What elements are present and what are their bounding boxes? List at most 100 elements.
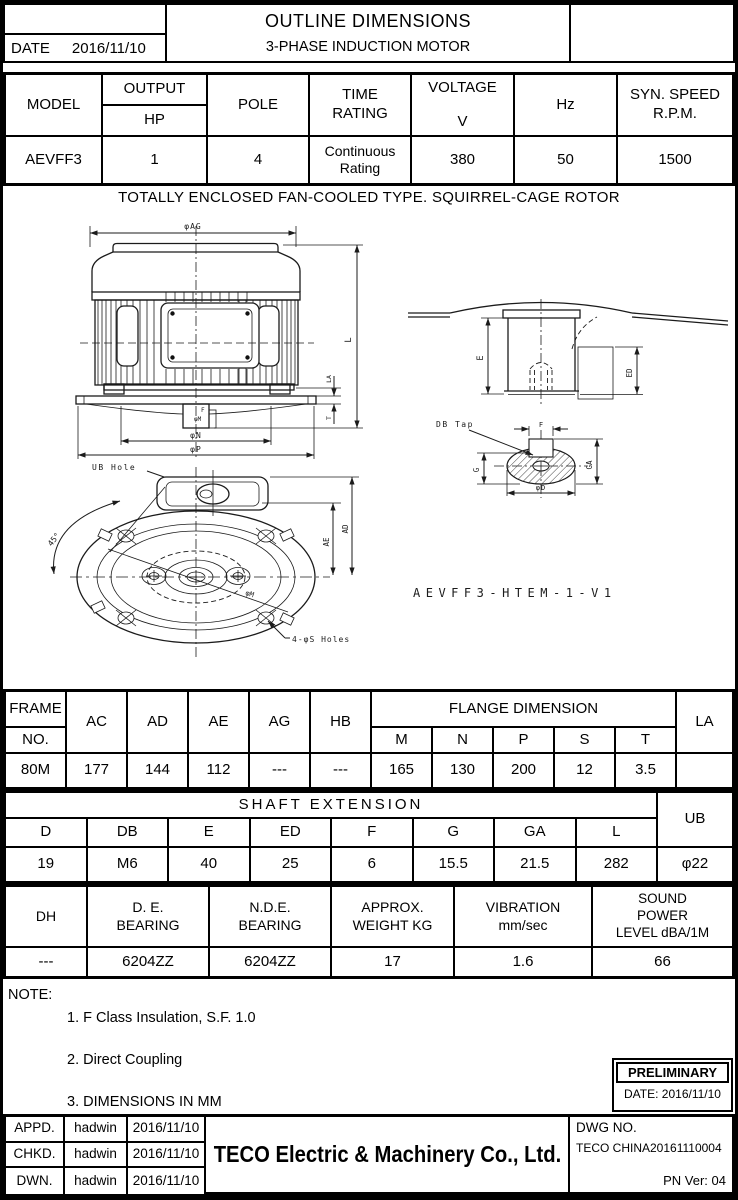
spec-header-model: MODEL [6, 75, 103, 137]
note-line: 2. Direct Coupling [67, 1052, 183, 1068]
spec-header-hp: HP [103, 106, 208, 137]
spec-header-pole: POLE [208, 75, 310, 137]
frame-col-hb: HB [311, 692, 372, 754]
dim-label-phi-ag: φAG [184, 222, 201, 231]
dim-label-g: G [472, 467, 481, 472]
bearing-value: 6204ZZ [210, 948, 332, 976]
dwg-cell: DWG NO. TECO CHINA20161110004 PN Ver: 04 [570, 1117, 732, 1194]
spec-table: MODEL OUTPUT POLE TIME RATING VOLTAGE V … [3, 72, 735, 186]
dim-label-phi-m-shaft: φM [194, 416, 202, 423]
note-line: 1. F Class Insulation, S.F. 1.0 [67, 1010, 256, 1026]
flange-dimension-header: FLANGE DIMENSION [372, 692, 677, 728]
shaft-value-ub: φ22 [681, 855, 709, 873]
dim-label-f-shaft: F [201, 407, 205, 414]
frame-col-la: LA [677, 692, 732, 754]
spec-header-time-rating: TIME RATING [310, 75, 412, 137]
spec-value-time-rating: Continuous Rating [310, 137, 412, 183]
frame-value: 130 [433, 754, 494, 787]
company-name: TECO Electric & Machinery Co., Ltd. [213, 1141, 561, 1168]
terminal-box-front [160, 302, 260, 369]
dim-label-ae: AE [322, 537, 331, 547]
sheet-title: OUTLINE DIMENSIONS [264, 11, 472, 32]
dim-label-e: E [476, 355, 486, 360]
shaft-value: 282 [577, 848, 658, 881]
shaft-col-f: F [332, 819, 414, 848]
chkd-date: 2016/11/10 [128, 1142, 206, 1169]
frame-value: 177 [67, 754, 128, 787]
date-block: DATE 2016/11/10 [5, 5, 167, 61]
frame-value: 112 [189, 754, 250, 787]
bearing-value: 6204ZZ [88, 948, 210, 976]
motor-front-view: φAG L [75, 222, 363, 460]
rim-notch [279, 612, 295, 626]
shaft-value: 19 [6, 848, 88, 881]
shaft-section-view: F DB Tap G GA φD [436, 420, 603, 498]
dim-label-phi-p: φP [190, 445, 202, 454]
flange-col-m: M [372, 728, 433, 754]
shaft-col-db: DB [87, 819, 169, 848]
bearing-value: 1.6 [455, 948, 593, 976]
bearing-col-sound: SOUND POWER LEVEL dBA/1M [593, 887, 732, 948]
company-cell: TECO Electric & Machinery Co., Ltd. [206, 1117, 570, 1194]
bearing-col-vibration: VIBRATION mm/sec [455, 887, 593, 948]
bolt-hole [115, 609, 137, 627]
sheet-subtitle: 3-PHASE INDUCTION MOTOR [265, 38, 471, 55]
outline-drawing: φAG L [46, 222, 729, 660]
flange-col-p: P [494, 728, 555, 754]
shaft-value: 15.5 [414, 848, 495, 881]
appd-label: APPD. [6, 1117, 65, 1143]
chkd-label: CHKD. [6, 1142, 65, 1169]
pn-version: PN Ver: 04 [663, 1172, 726, 1188]
spec-header-syn-speed: SYN. SPEED R.P.M. [618, 75, 732, 137]
frame-value: 3.5 [616, 754, 677, 787]
date-label: DATE [11, 39, 50, 57]
dim-label-t: T [325, 416, 333, 420]
flange-side-hole [225, 567, 251, 585]
spec-value-voltage: 380 [412, 137, 515, 183]
shaft-col-ed: ED [250, 819, 332, 848]
spec-value-hz: 50 [515, 137, 618, 183]
spec-header-hz: Hz [515, 75, 618, 137]
spec-value-hp: 1 [103, 137, 208, 183]
rim-notch [279, 528, 295, 542]
title-header: DATE 2016/11/10 OUTLINE DIMENSIONS 3-PHA… [3, 3, 735, 63]
dwn-name: hadwin [65, 1168, 128, 1194]
shaft-col-e: E [169, 819, 251, 848]
dim-label-ad: AD [341, 524, 350, 534]
label-4-phi-s-holes: 4-φS Holes [292, 635, 350, 644]
dim-label-f-key: F [539, 421, 543, 429]
shaft-extension-header: SHAFT EXTENSION [6, 793, 658, 819]
drawing-caption: TOTALLY ENCLOSED FAN-COOLED TYPE. SQUIRR… [118, 189, 620, 206]
frame-value: --- [250, 754, 311, 787]
bearing-col-dh: DH [6, 887, 88, 948]
preliminary-stamp: PRELIMINARY DATE: 2016/11/10 [612, 1058, 733, 1112]
bearing-col-weight: APPROX. WEIGHT KG [332, 887, 455, 948]
bearing-value: --- [6, 948, 88, 976]
bearing-col-nde: N.D.E. BEARING [210, 887, 332, 948]
dwg-no-value: TECO CHINA20161110004 [576, 1140, 722, 1155]
note-label: NOTE: [8, 987, 53, 1003]
spec-value-pole: 4 [208, 137, 310, 183]
frame-header: FRAME [6, 692, 67, 728]
flange-and-shaft-front: F φM [75, 383, 317, 429]
flange-col-s: S [555, 728, 616, 754]
appd-date: 2016/11/10 [128, 1117, 206, 1143]
frame-col-ae: AE [189, 692, 250, 754]
dim-label-l: L [344, 337, 354, 342]
label-db-tap: DB Tap [436, 420, 474, 429]
dim-label-phi-d: φD [536, 484, 546, 492]
dwn-label: DWN. [6, 1168, 65, 1194]
spec-header-voltage: VOLTAGE V [412, 75, 515, 137]
flange-col-t: T [616, 728, 677, 754]
bearing-value: 17 [332, 948, 455, 976]
spec-value-syn-speed: 1500 [658, 150, 692, 168]
shaft-value: 40 [169, 848, 251, 881]
note-lines: 1. F Class Insulation, S.F. 1.0 2. Direc… [67, 987, 256, 1134]
note-line: 3. DIMENSIONS IN MM [67, 1094, 222, 1110]
spec-value-model: AEVFF3 [6, 137, 103, 183]
title-block: APPD. hadwin 2016/11/10 TECO Electric & … [3, 1114, 735, 1197]
shaft-extension-table: SHAFT EXTENSION UB D DB E ED F G GA L 19… [3, 790, 735, 884]
terminal-box-top [156, 470, 269, 516]
frame-table: FRAME AC AD AE AG HB FLANGE DIMENSION LA… [3, 689, 735, 790]
dwn-date: 2016/11/10 [128, 1168, 206, 1194]
